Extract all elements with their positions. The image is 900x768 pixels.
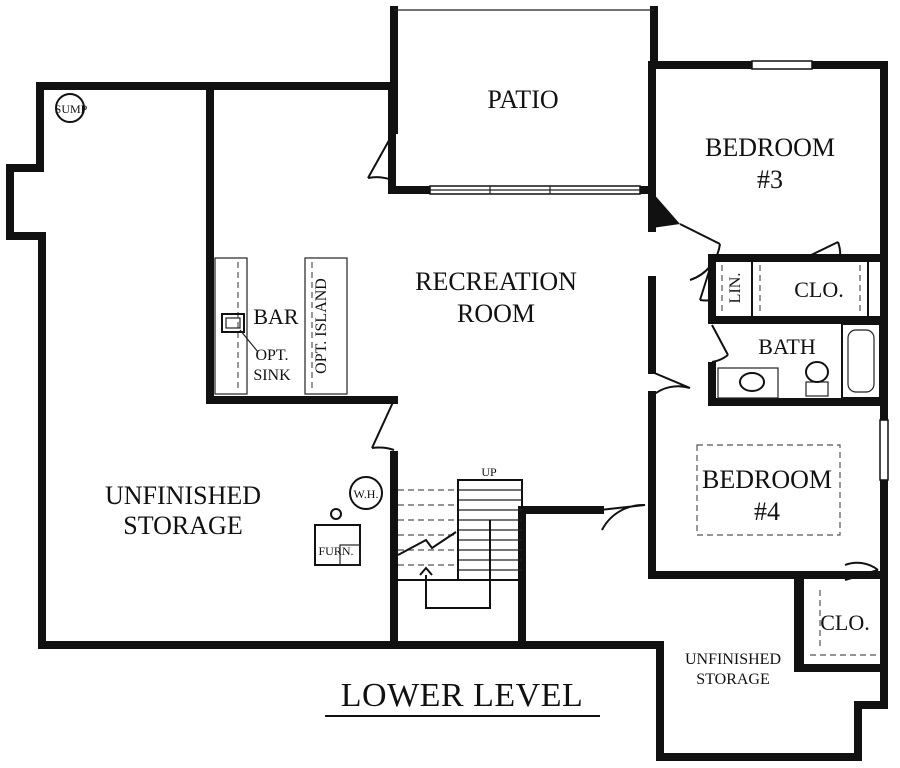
unfinished-storage-label-line1: UNFINISHED — [105, 481, 261, 510]
upper-closet-label: CLO. — [794, 277, 844, 302]
exterior-walls — [6, 6, 888, 761]
water-heater-label: W.H. — [354, 487, 379, 501]
stairs-up-label: UP — [481, 465, 497, 479]
staircase — [397, 479, 523, 609]
opt-sink-label-line1: OPT. — [255, 347, 288, 364]
recreation-room-label-line1: RECREATION — [415, 267, 577, 296]
furnace-label: FURN. — [318, 544, 353, 558]
room-labels: PATIO BEDROOM #3 RECREATION ROOM BAR OPT… — [55, 85, 870, 714]
small-unfinished-storage-label-line1: UNFINISHED — [685, 651, 781, 668]
bar-label: BAR — [253, 304, 299, 329]
patio-label: PATIO — [487, 85, 558, 114]
linen-closet-label: LIN. — [727, 273, 744, 304]
unfinished-storage-label-line2: STORAGE — [123, 511, 242, 540]
doors — [367, 134, 879, 581]
bedroom4-label-line1: BEDROOM — [702, 465, 832, 494]
bedroom4-label-line2: #4 — [754, 497, 780, 526]
fixtures — [55, 93, 881, 656]
opt-island-label: OPT. ISLAND — [313, 278, 330, 374]
opt-sink-label-line2: SINK — [253, 367, 291, 384]
bath-label: BATH — [758, 334, 816, 359]
small-unfinished-storage-label-line2: STORAGE — [696, 671, 770, 688]
recreation-room-label-line2: ROOM — [457, 299, 535, 328]
bedroom3-label-line1: BEDROOM — [705, 133, 835, 162]
windows — [429, 60, 889, 481]
lower-closet-label: CLO. — [820, 610, 870, 635]
sump-label: SUMP — [55, 102, 88, 116]
bedroom3-label-line2: #3 — [757, 165, 783, 194]
plan-title: LOWER LEVEL — [341, 677, 584, 714]
